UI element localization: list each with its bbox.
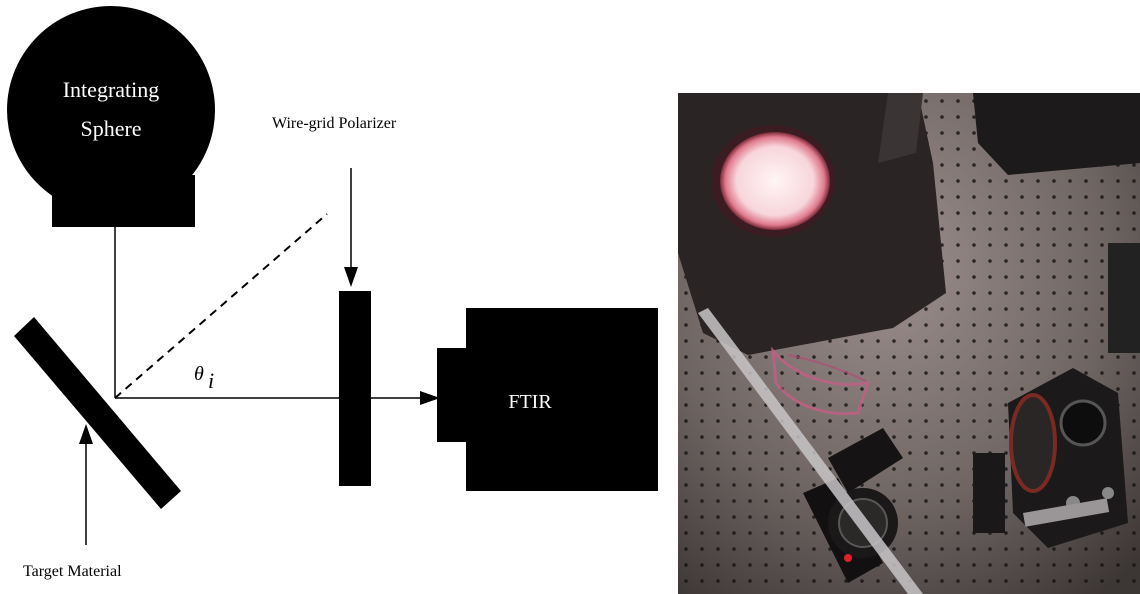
angle-subscript: i [208,368,214,393]
incidence-angle-label: θ i [194,363,214,393]
wire-grid-polarizer [339,291,371,486]
polarizer-mount [973,368,1128,548]
ftir-label: FTIR [508,391,552,413]
sphere-label-line2: Sphere [80,116,141,141]
angle-symbol: θ [194,363,204,385]
ftir-instrument: FTIR [437,308,658,491]
beam-arrowhead [420,391,440,405]
sphere-label-line1: Integrating [63,77,160,102]
foam-block [973,93,1140,175]
sphere-lamp-glow [720,132,830,230]
polarizer-arrowhead [344,267,358,287]
surface-normal-dashed-line [114,213,328,399]
setup-photo [678,93,1140,594]
integrating-sphere: Integrating Sphere [7,6,215,227]
polarizer-label: Wire-grid Polarizer [272,115,397,132]
sample-rod [698,308,923,594]
protractor [771,346,871,416]
target-material [14,317,181,509]
target-label: Target Material [23,563,122,580]
target-arrowhead [79,424,93,444]
